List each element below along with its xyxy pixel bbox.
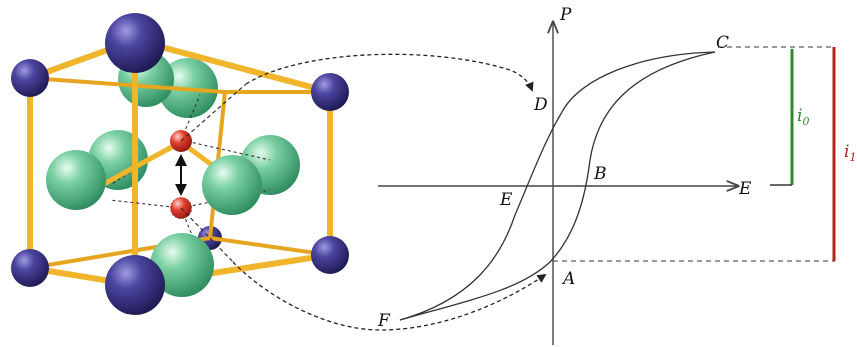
rod <box>28 76 227 94</box>
axis-label-p: P <box>559 5 572 25</box>
corner-atom-top-front <box>105 13 165 73</box>
point-label-d: D <box>533 95 548 115</box>
green-atom-bottom <box>150 233 214 297</box>
curve-arrow-to-a <box>232 261 547 331</box>
axis-label-e: E <box>738 179 752 199</box>
cell-guide-lines <box>180 83 247 263</box>
label-i0: i0 <box>797 106 809 128</box>
point-label-f: F <box>377 311 391 331</box>
frame-rods <box>27 37 333 288</box>
corner-atom-top-left <box>11 59 49 97</box>
point-label-a: A <box>561 269 575 289</box>
corner-atom-bottom-front <box>105 255 165 315</box>
corner-atom-bottom-right <box>311 236 349 274</box>
hysteresis-lower-branch <box>399 51 716 321</box>
curve-arrow-to-d <box>245 53 534 92</box>
corner-atom-bottom-left <box>11 249 49 287</box>
point-label-c: C <box>716 33 729 53</box>
hysteresis-upper-branch <box>399 51 716 321</box>
point-label-b: B <box>593 164 607 184</box>
hysteresis-diagram: P E C D B E A F i0 i1 <box>232 5 856 345</box>
point-label-e: E <box>499 190 513 210</box>
green-atom-middle-right <box>202 155 262 215</box>
rod <box>132 37 333 95</box>
corner-atom-top-right <box>311 73 349 111</box>
green-atom-middle-left <box>46 150 106 210</box>
perovskite-unit-cell <box>11 13 349 315</box>
i0-bar <box>770 49 794 186</box>
label-i1: i1 <box>844 142 856 164</box>
rod <box>208 236 332 257</box>
